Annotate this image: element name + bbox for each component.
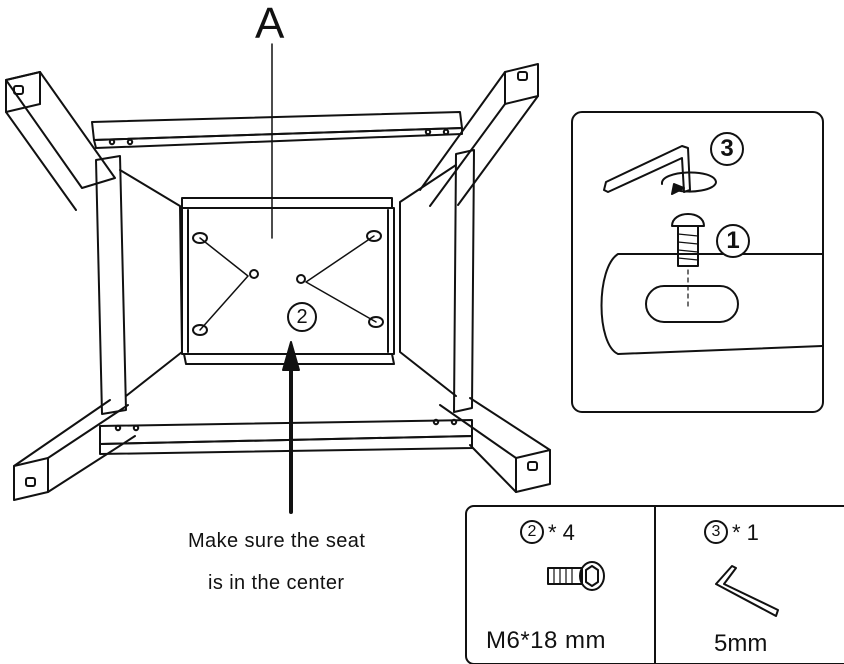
step-marker-detail-3: 3 (710, 132, 744, 166)
leg-top-left (5, 71, 116, 211)
step-marker-seat: 2 (287, 302, 317, 332)
label-a: A (255, 0, 285, 48)
center-arrow (282, 341, 300, 514)
rail-left (95, 155, 183, 415)
part-marker-allen-key: 3 (704, 520, 728, 544)
part-size-allen-key: 5mm (714, 630, 768, 657)
parts-box (465, 505, 844, 664)
rail-bottom (99, 418, 473, 455)
part-count-bolt: * 4 (548, 520, 575, 545)
leg-bottom-right (439, 397, 551, 493)
part-count-allen-key: * 1 (732, 520, 759, 545)
center-note-line-1: Make sure the seat (188, 530, 366, 552)
step-marker-detail-1: 1 (716, 224, 750, 258)
center-note-line-2: is in the center (208, 572, 345, 594)
detail-panel (571, 111, 824, 413)
part-size-bolt: M6*18 mm (486, 627, 607, 654)
rail-right (399, 149, 475, 413)
seat-frame (181, 197, 395, 365)
rail-top (91, 111, 463, 149)
seat-brackets (192, 230, 384, 336)
leg-bottom-left (13, 399, 136, 501)
part-marker-bolt: 2 (520, 520, 544, 544)
